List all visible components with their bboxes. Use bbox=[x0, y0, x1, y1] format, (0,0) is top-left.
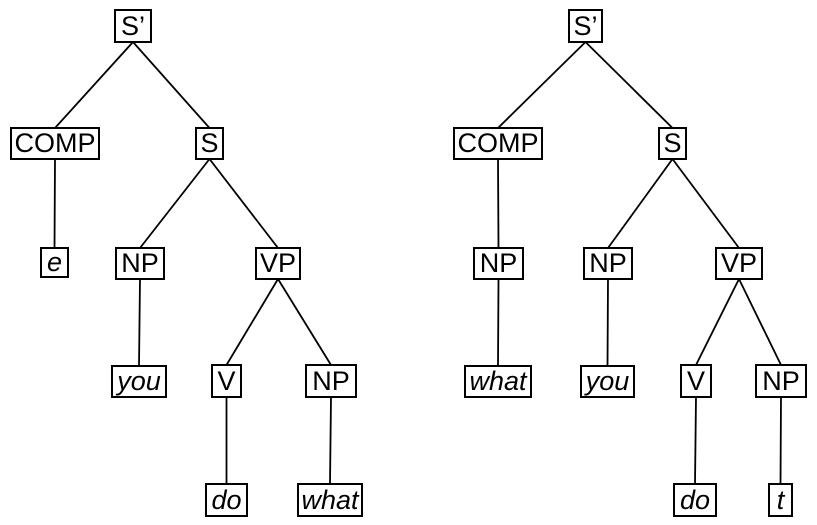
edge-right-v-to-do bbox=[694, 396, 697, 485]
edge-left-s-to-vp bbox=[208, 158, 279, 249]
edge-right-np-comp-to-what bbox=[497, 278, 500, 367]
node-right-tree-np-subj: NP bbox=[583, 247, 633, 280]
edge-left-s-bar-to-s bbox=[132, 41, 211, 129]
node-right-tree-np-comp: NP bbox=[473, 247, 524, 280]
node-right-tree-what: what bbox=[464, 365, 532, 398]
edge-right-np-obj-to-t bbox=[779, 396, 782, 485]
node-left-tree-np-subj: NP bbox=[115, 247, 165, 280]
node-left-tree-v: V bbox=[211, 364, 242, 398]
node-right-tree-s-bar: S’ bbox=[568, 9, 603, 43]
node-left-tree-e: e bbox=[40, 247, 69, 278]
node-left-tree-you: you bbox=[111, 365, 167, 398]
node-right-tree-you: you bbox=[580, 365, 635, 398]
edge-right-vp-to-np-obj bbox=[738, 278, 782, 366]
edge-left-s-bar-to-comp bbox=[54, 41, 134, 129]
edge-right-s-bar-to-comp bbox=[497, 41, 587, 129]
node-right-tree-comp: COMP bbox=[453, 127, 543, 160]
node-left-tree-np-obj: NP bbox=[305, 364, 357, 398]
node-left-tree-do: do bbox=[205, 483, 248, 517]
node-left-tree-what: what bbox=[297, 483, 363, 517]
node-right-tree-v: V bbox=[680, 364, 712, 398]
edge-right-s-to-np-subj bbox=[607, 158, 674, 249]
edge-right-comp-to-np-comp bbox=[497, 158, 500, 249]
edge-right-s-to-vp bbox=[671, 158, 740, 249]
node-right-tree-s: S bbox=[658, 127, 687, 160]
edge-right-vp-to-v bbox=[695, 278, 740, 366]
edge-right-s-bar-to-s bbox=[584, 41, 674, 129]
edge-left-vp-to-v bbox=[225, 278, 279, 366]
node-right-tree-vp: VP bbox=[715, 247, 763, 280]
edge-left-s-to-np-subj bbox=[139, 158, 211, 249]
node-left-tree-s-bar: S’ bbox=[114, 9, 152, 43]
node-left-tree-comp: COMP bbox=[10, 127, 100, 160]
edge-right-np-subj-to-you bbox=[606, 278, 609, 367]
node-right-tree-do: do bbox=[673, 483, 717, 517]
edge-left-comp-to-e bbox=[53, 158, 56, 249]
node-right-tree-np-obj: NP bbox=[755, 364, 807, 398]
edge-left-np-subj-to-you bbox=[138, 278, 141, 367]
edge-left-vp-to-np-obj bbox=[277, 278, 332, 366]
node-left-tree-vp: VP bbox=[255, 247, 301, 280]
node-right-tree-t: t bbox=[768, 483, 793, 517]
edge-left-np-obj-to-what bbox=[329, 396, 332, 485]
node-left-tree-s: S bbox=[195, 127, 224, 160]
